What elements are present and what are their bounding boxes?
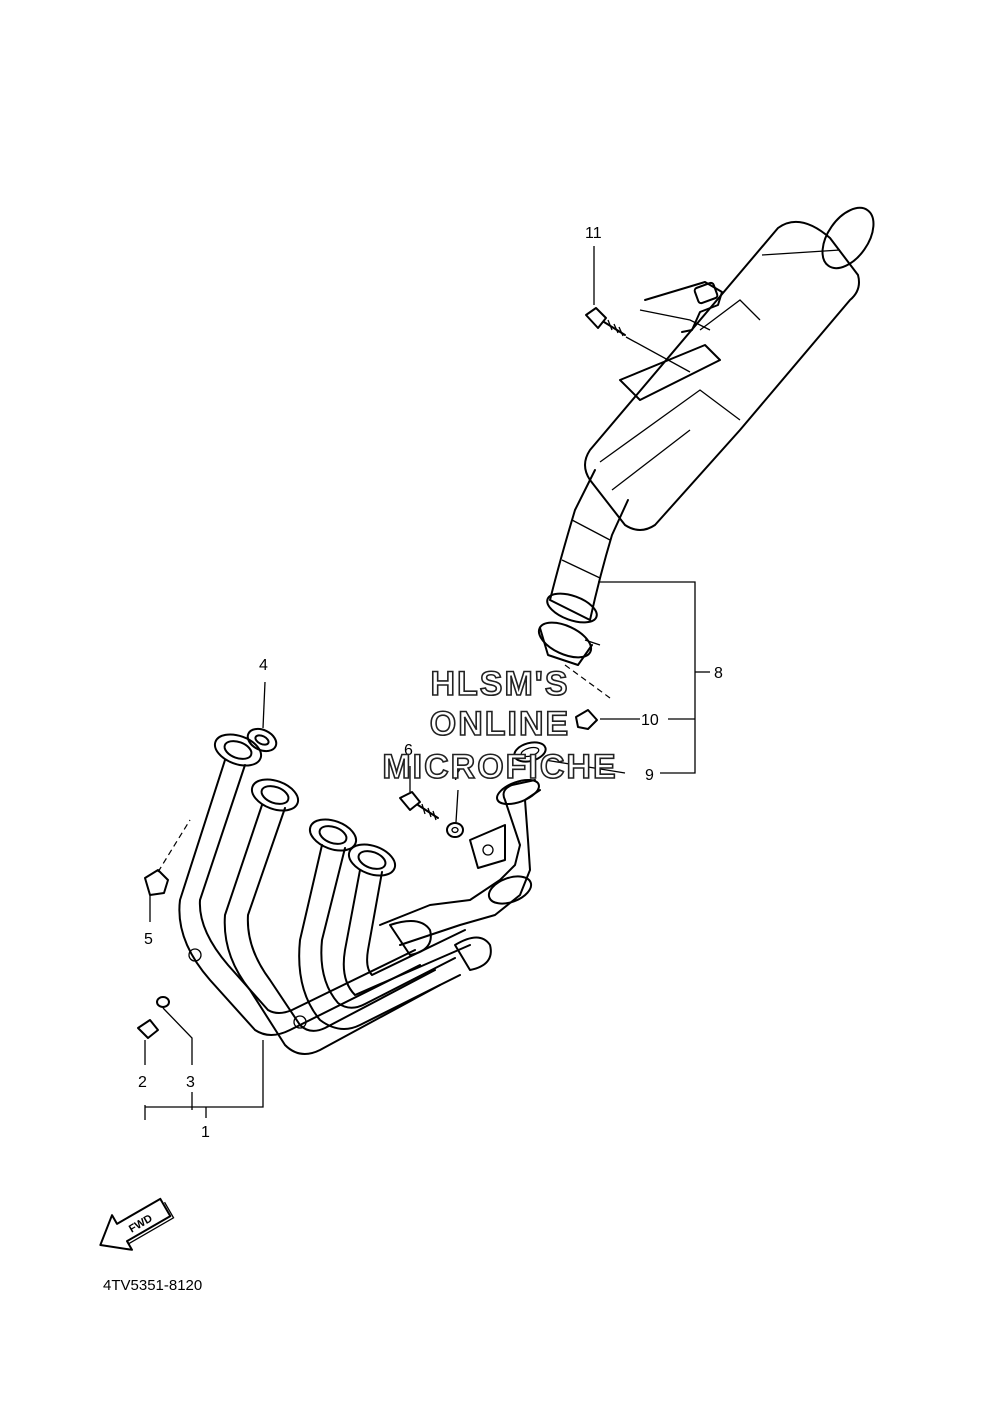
watermark-line-1: HLSM'S	[430, 665, 569, 703]
nut-10	[575, 709, 598, 730]
callout-5: 5	[144, 931, 153, 948]
callout-6: 6	[404, 742, 413, 759]
callout-4: 4	[259, 657, 268, 674]
gasket-9	[513, 741, 547, 763]
nut-5	[144, 869, 169, 896]
callout-9: 9	[645, 767, 654, 784]
exhaust-header-pipes	[178, 733, 541, 1055]
watermark-line-3: MICROFICHE	[382, 748, 617, 786]
callout-3: 3	[186, 1074, 195, 1091]
fwd-arrow-icon: FWD	[99, 1197, 175, 1251]
callout-10: 10	[641, 712, 659, 729]
watermark: HLSM'S ONLINE MICROFICHE	[382, 664, 617, 787]
bolt-6	[399, 791, 439, 821]
gasket-4	[246, 727, 278, 753]
diagram-code: 4TV5351-8120	[103, 1277, 202, 1294]
bolt-2	[137, 1019, 159, 1039]
callout-1: 1	[201, 1124, 210, 1141]
callout-11: 11	[585, 225, 602, 242]
leader-lines	[144, 246, 710, 1120]
callout-8: 8	[714, 665, 723, 682]
callout-7: 7	[452, 767, 461, 784]
callout-2: 2	[138, 1074, 147, 1091]
bolt-11	[585, 307, 626, 337]
washer-3	[156, 996, 170, 1008]
muffler	[537, 206, 875, 666]
watermark-line-2: ONLINE	[430, 705, 570, 743]
washer-7	[446, 822, 464, 838]
